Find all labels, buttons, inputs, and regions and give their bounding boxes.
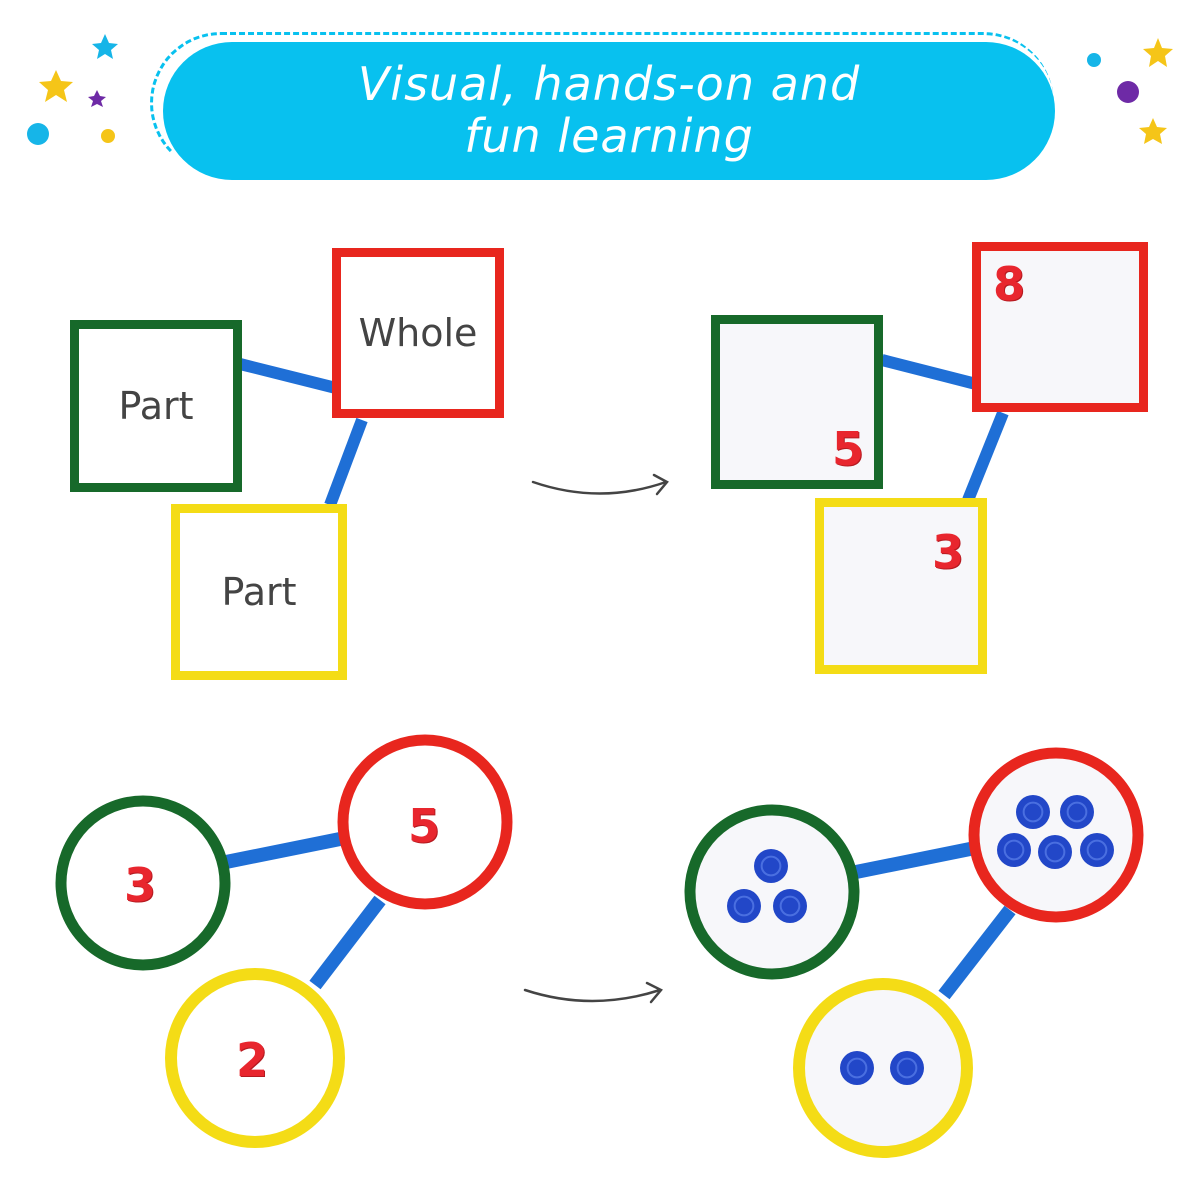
link-bar — [224, 831, 347, 869]
counter-disc-ring — [760, 855, 782, 877]
counter-disc — [727, 889, 761, 923]
counter-disc-ring — [733, 895, 755, 917]
counter-disc — [840, 1051, 874, 1085]
counter-disc-ring — [1066, 801, 1088, 823]
counter-disc — [1060, 795, 1094, 829]
dot-icon — [27, 123, 49, 145]
number-magnet: 3 — [932, 525, 965, 579]
part-circle-yellow — [793, 978, 973, 1158]
counter-disc — [1038, 835, 1072, 869]
star-icon — [88, 90, 106, 107]
banner-dashed-outline — [150, 32, 1054, 174]
whole-circle-red — [968, 747, 1144, 923]
star-icon — [92, 34, 118, 59]
counter-disc — [773, 889, 807, 923]
headline-banner — [163, 42, 1055, 180]
arrow-right-icon — [523, 981, 663, 1004]
star-icon — [1139, 118, 1167, 144]
number-magnet: 8 — [993, 257, 1026, 311]
dot-icon — [1117, 81, 1139, 103]
counter-disc — [1016, 795, 1050, 829]
whole-circle-red — [337, 734, 513, 910]
dot-icon — [1087, 53, 1101, 67]
counter-disc-ring — [779, 895, 801, 917]
number-magnet: 5 — [408, 799, 441, 853]
number-magnet: 3 — [124, 858, 157, 912]
part-label: Part — [118, 384, 194, 428]
whole-square-red: Whole — [332, 248, 504, 418]
link-bar — [854, 841, 977, 879]
part-square-green: Part — [70, 320, 242, 492]
headline-line-2: fun learning — [464, 109, 754, 163]
dot-icon — [101, 129, 115, 143]
counter-disc — [1080, 833, 1114, 867]
part-circle-green — [684, 804, 860, 980]
whole-square-red: 8 — [972, 242, 1148, 412]
counter-disc — [754, 849, 788, 883]
counter-disc-ring — [1003, 839, 1025, 861]
part-square-green: 5 — [711, 315, 883, 489]
arrow-right-icon — [531, 473, 669, 496]
star-icon — [1143, 38, 1173, 67]
counter-disc-ring — [846, 1057, 868, 1079]
link-bar — [309, 895, 386, 990]
link-bar — [938, 905, 1016, 1000]
counter-disc-ring — [896, 1057, 918, 1079]
link-bar — [880, 354, 978, 390]
link-bar — [238, 358, 338, 394]
part-square-yellow: Part — [171, 504, 347, 680]
counter-disc-ring — [1086, 839, 1108, 861]
star-icon — [39, 70, 73, 102]
headline-line-1: Visual, hands-on and — [357, 57, 861, 111]
counter-disc — [890, 1051, 924, 1085]
part-circle-green — [55, 795, 231, 971]
number-magnet: 5 — [832, 422, 865, 476]
headline-text: Visual, hands-on and fun learning — [163, 58, 1055, 162]
counter-disc-ring — [1022, 801, 1044, 823]
whole-label: Whole — [358, 311, 478, 355]
part-label: Part — [221, 570, 297, 614]
counter-disc-ring — [1044, 841, 1066, 863]
counter-disc — [997, 833, 1031, 867]
part-square-yellow: 3 — [815, 498, 987, 674]
link-bar — [962, 410, 1009, 503]
link-bar — [324, 417, 368, 508]
part-circle-yellow — [165, 968, 345, 1148]
number-magnet: 2 — [236, 1033, 269, 1087]
